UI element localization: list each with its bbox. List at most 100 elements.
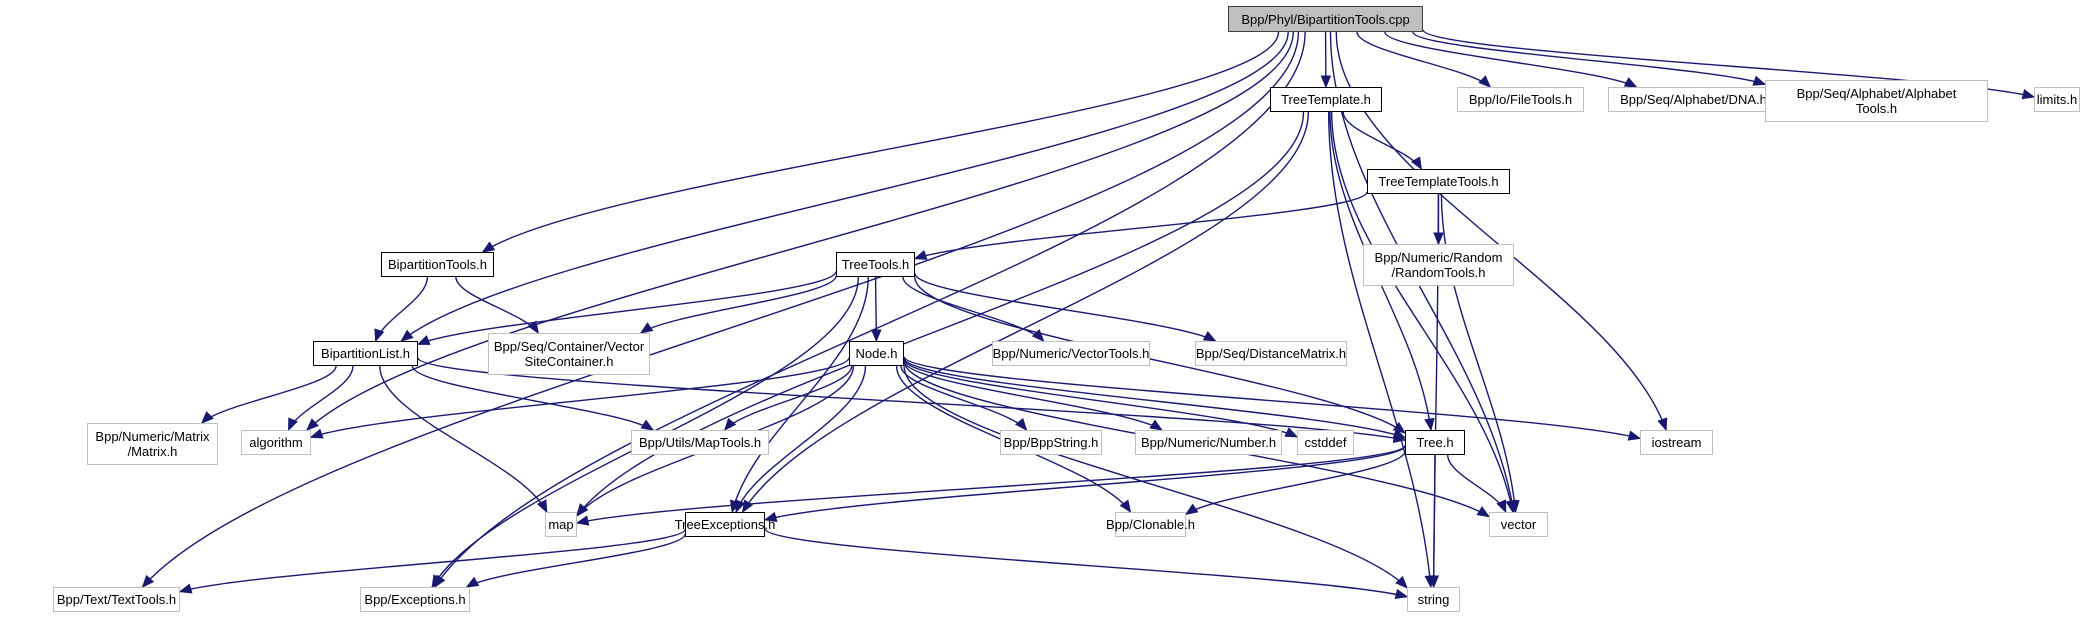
arrowhead-icon <box>576 503 589 517</box>
node-label: limits.h <box>2036 92 2078 107</box>
edge-bipartitionlist-to-tree <box>417 357 1406 441</box>
node-limits: limits.h <box>2034 87 2080 112</box>
edge-treetools-to-treeexceptions <box>731 276 869 513</box>
edge-treetemplate-to-treeexceptions <box>742 111 1310 513</box>
node-tree[interactable]: Tree.h <box>1405 430 1465 455</box>
node-treetemplatetools[interactable]: TreeTemplateTools.h <box>1367 169 1510 194</box>
edge-root-to-texttools <box>142 31 1300 588</box>
node-map: map <box>545 512 577 537</box>
arrowhead-icon <box>639 322 654 334</box>
arrowhead-icon <box>1476 506 1491 518</box>
edge-treetemplate-to-treetemplatetools <box>1342 111 1422 170</box>
edge-treeexceptions-to-texttools <box>179 528 686 593</box>
edge-bipartitiontools-to-bipartitionlist <box>374 276 429 342</box>
node-treeexceptions[interactable]: TreeExceptions.h <box>675 512 775 537</box>
arrowhead-icon <box>575 515 590 526</box>
arrowhead-icon <box>1509 500 1520 514</box>
node-string: string <box>1407 587 1460 612</box>
node-iostream: iostream <box>1640 430 1713 455</box>
edge-treetools-to-distancematrix <box>914 273 1216 342</box>
arrowhead-icon <box>1657 417 1668 432</box>
node-label: Bpp/Numeric/Number.h <box>1140 435 1277 450</box>
node-vector: vector <box>1489 512 1548 537</box>
edge-root-to-algorithm <box>306 31 1294 431</box>
arrowhead-icon <box>1395 575 1408 589</box>
node-label: iostream <box>1651 435 1702 450</box>
arrowhead-icon <box>871 329 882 343</box>
node-label: Bpp/Numeric/VectorTools.h <box>992 346 1150 361</box>
arrowhead-icon <box>374 328 385 343</box>
node-label: Bpp/Seq/Alphabet/DNA.h <box>1620 92 1767 107</box>
arrowhead-icon <box>527 320 539 335</box>
node-bppstring: Bpp/BppString.h <box>1000 430 1102 455</box>
edge-treeexceptions-to-exceptions <box>466 533 686 588</box>
node-bipartitionlist[interactable]: BipartitionList.h <box>313 341 418 366</box>
edge-root-to-alphabettools <box>1412 31 1766 86</box>
arrowhead-icon <box>1119 499 1132 514</box>
arrowhead-icon <box>200 411 214 424</box>
node-distancematrix: Bpp/Seq/DistanceMatrix.h <box>1195 341 1347 366</box>
edge-treetools-to-bipartitionlist <box>417 271 837 345</box>
edge-treetemplate-to-vector <box>1330 111 1514 513</box>
edge-treetemplate-to-map <box>576 111 1305 517</box>
edge-node-to-cstddef <box>903 358 1298 438</box>
edge-node-to-number <box>903 360 1163 431</box>
node-bipartitiontools[interactable]: BipartitionTools.h <box>381 252 494 277</box>
arrowhead-icon <box>1284 427 1299 438</box>
edge-treeexceptions-to-string <box>764 528 1408 598</box>
arrowhead-icon <box>1202 331 1217 342</box>
arrowhead-icon <box>1411 156 1423 171</box>
edge-root-to-dna <box>1384 31 1637 88</box>
edge-node-to-string <box>903 365 1408 589</box>
arrowhead-icon <box>400 329 414 342</box>
arrowhead-icon <box>416 335 431 345</box>
edge-layer <box>141 29 2036 600</box>
edge-node-to-algorithm <box>310 357 850 438</box>
node-treetools[interactable]: TreeTools.h <box>836 252 915 277</box>
arrowhead-icon <box>178 583 193 594</box>
edge-root-to-bipartitiontools <box>482 31 1280 253</box>
node-node[interactable]: Node.h <box>849 341 904 366</box>
node-root[interactable]: Bpp/Phyl/BipartitionTools.cpp <box>1228 6 1423 32</box>
arrowhead-icon <box>1752 75 1767 86</box>
arrowhead-icon <box>1496 499 1507 514</box>
edge-node-to-tree <box>903 357 1406 439</box>
node-clonable: Bpp/Clonable.h <box>1106 512 1195 537</box>
node-randomtools: Bpp/Numeric/Random /RandomTools.h <box>1363 244 1514 286</box>
node-texttools: Bpp/Text/TextTools.h <box>53 587 180 612</box>
edge-root-to-bipartitionlist <box>400 31 1289 342</box>
edge-tree-to-clonable <box>1185 450 1406 515</box>
node-exceptions: Bpp/Exceptions.h <box>360 587 470 612</box>
node-vectorsitecontainer: Bpp/Seq/Container/Vector SiteContainer.h <box>488 333 650 375</box>
edge-bipartitionlist-to-matrix <box>201 365 337 424</box>
edge-tree-to-treeexceptions <box>764 445 1406 521</box>
edge-tree-to-string <box>1432 454 1436 588</box>
edge-treetools-to-vectortools <box>902 276 1045 342</box>
edge-treetools-to-vectorsitecontainer <box>640 275 837 334</box>
arrowhead-icon <box>465 576 480 588</box>
node-number: Bpp/Numeric/Number.h <box>1135 430 1282 455</box>
node-treetemplate[interactable]: TreeTemplate.h <box>1270 87 1382 112</box>
edge-node-to-maptools <box>724 365 853 431</box>
node-maptools: Bpp/Utils/MapTools.h <box>631 430 769 455</box>
node-matrix: Bpp/Numeric/Matrix /Matrix.h <box>87 423 218 465</box>
node-label: vector <box>1500 517 1537 532</box>
node-algorithm: algorithm <box>241 430 311 455</box>
arrowhead-icon <box>763 511 778 522</box>
node-label: map <box>548 517 574 532</box>
arrowhead-icon <box>741 499 754 514</box>
edge-root-to-exceptions <box>434 31 1306 588</box>
node-label: Bpp/Seq/Container/Vector SiteContainer.h <box>493 339 645 369</box>
arrowhead-icon <box>1424 417 1435 432</box>
node-label: Bpp/Io/FileTools.h <box>1468 92 1573 107</box>
arrowhead-icon <box>1627 430 1642 441</box>
arrowhead-icon <box>1394 588 1409 600</box>
edge-node-to-treeexceptions <box>735 365 867 513</box>
node-label: Bpp/BppString.h <box>1003 435 1099 450</box>
node-vectortools: Bpp/Numeric/VectorTools.h <box>992 341 1150 366</box>
edge-treetemplatetools-to-vector <box>1440 193 1517 513</box>
node-label: algorithm <box>249 435 303 450</box>
node-label: TreeExceptions.h <box>674 517 776 532</box>
arrowhead-icon <box>1320 75 1332 89</box>
arrowhead-icon <box>1478 75 1492 88</box>
